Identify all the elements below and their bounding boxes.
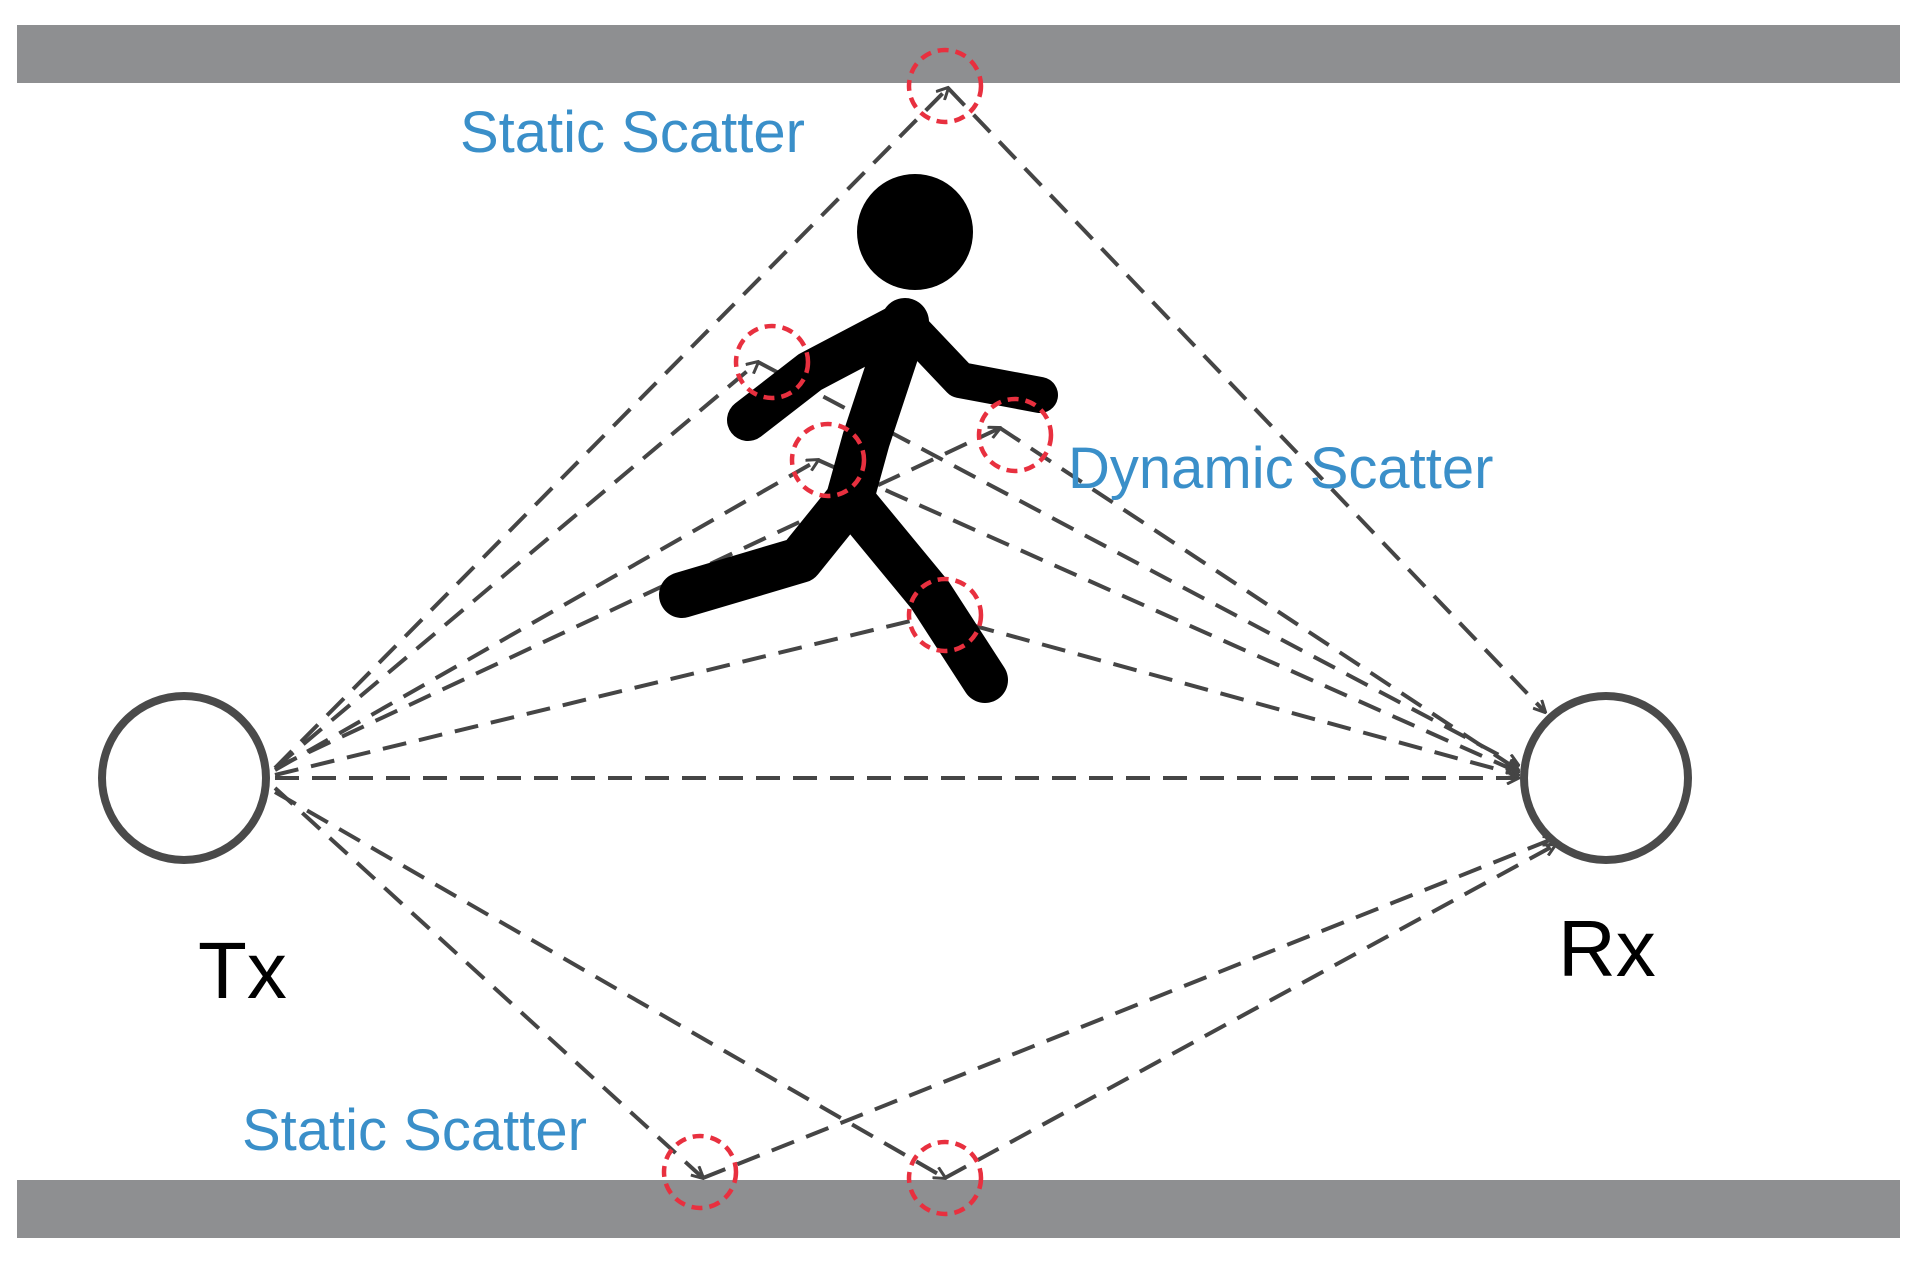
rx-node — [1520, 692, 1692, 864]
path-shoulder-to-rx — [757, 360, 1518, 765]
static-scatter-top-marker — [906, 47, 984, 125]
path-tx-to-shoulder — [273, 362, 758, 770]
walking-person-icon — [659, 174, 1058, 703]
path-tx-to-static-top — [273, 88, 948, 770]
path-hand-to-rx — [998, 426, 1518, 770]
static-scatter-bottom-left-marker — [661, 1133, 739, 1211]
path-tx-to-static-bottom-right — [274, 790, 945, 1178]
scatter-markers — [661, 47, 1054, 1217]
dynamic-scatter-torso-marker — [789, 421, 867, 499]
static-scatter-bottom-right-marker — [906, 1139, 984, 1217]
path-tx-to-torso — [274, 460, 818, 772]
dynamic-scatter-knee-marker — [906, 576, 984, 654]
path-static-top-to-rx — [946, 86, 1545, 712]
static-scatter-top-label: Static Scatter — [460, 100, 805, 165]
path-tx-to-static-bottom-left — [273, 786, 703, 1178]
dynamic-scatter-hand-marker — [976, 396, 1054, 474]
path-tx-to-hand — [274, 428, 1000, 770]
person-back-leg — [659, 475, 873, 618]
dynamic-scatter-label: Dynamic Scatter — [1068, 436, 1493, 501]
static-scatter-bottom-label: Static Scatter — [242, 1098, 587, 1163]
path-static-bottom-left-to-rx — [702, 838, 1555, 1180]
rx-label: Rx — [1558, 904, 1656, 993]
person-back-arm — [727, 301, 926, 441]
person-front-arm — [887, 304, 1058, 413]
path-torso-to-rx — [817, 458, 1518, 772]
path-tx-to-knee — [274, 615, 935, 777]
person-front-leg — [827, 475, 1008, 703]
person-head — [857, 174, 973, 290]
tx-label: Tx — [198, 926, 287, 1015]
dynamic-scatter-shoulder-marker — [733, 323, 811, 401]
path-static-bottom-right-to-rx — [944, 845, 1555, 1180]
tx-node — [98, 692, 270, 864]
path-knee-to-rx — [934, 613, 1518, 775]
signal-paths — [273, 86, 1555, 1180]
